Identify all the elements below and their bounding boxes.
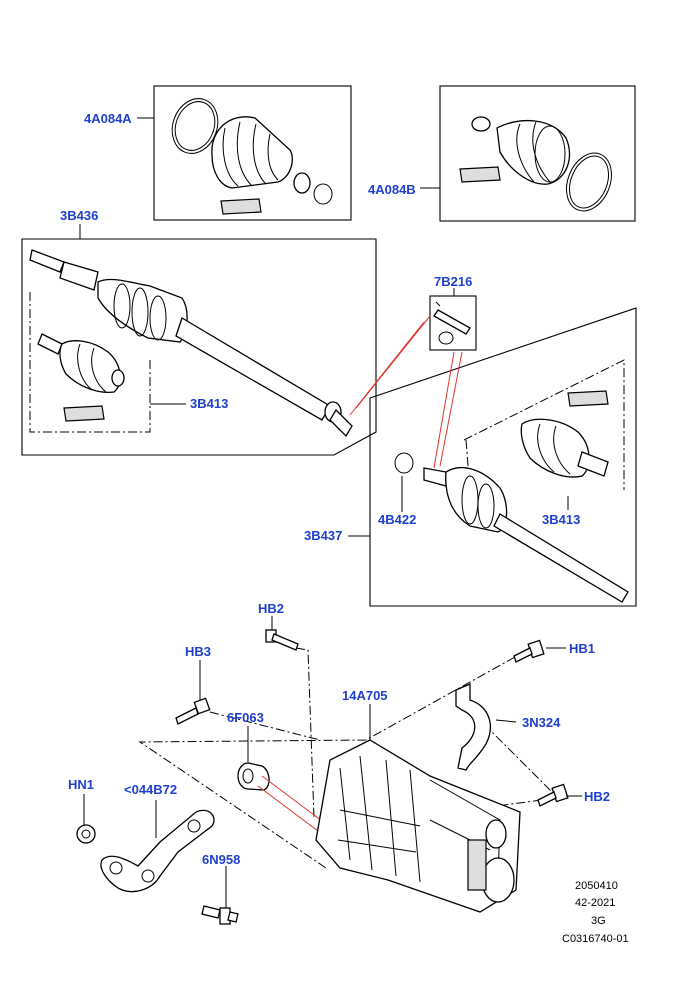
boot-kit-b-group — [439, 85, 636, 222]
callout-stud: 6N958 — [202, 852, 240, 867]
grease-sachet-b — [459, 166, 501, 183]
callout-boot-kit-a: 4A084A — [84, 111, 132, 126]
callout-bracket: 3N324 — [522, 715, 561, 730]
shaft-right-group — [369, 307, 637, 607]
reference-line-2: 42-2021 — [575, 897, 615, 909]
grease-sachet-a — [220, 198, 262, 215]
callout-grease-kit: 7B216 — [434, 274, 472, 289]
shaft-left-outline — [21, 238, 377, 456]
callout-arm: <044B72 — [124, 782, 177, 797]
bracket-3n324 — [455, 683, 491, 771]
bolt-hb2-right — [537, 783, 569, 807]
red-leader-2 — [355, 315, 431, 409]
stud-6n958 — [201, 905, 239, 925]
boot-bellows-a — [211, 116, 293, 189]
boot-clamp-large-b — [566, 152, 612, 212]
arm-044b72 — [100, 809, 215, 893]
callout-bolt-hb1: HB1 — [569, 641, 595, 656]
boot-small-clamp-b — [471, 116, 491, 132]
callout-boot-kit-b: 4A084B — [368, 182, 416, 197]
callout-bolt-hb3: HB3 — [185, 644, 211, 659]
joint-kit-right — [520, 390, 609, 478]
callout-joint-kit-right: 3B413 — [542, 512, 580, 527]
bolt-hb1 — [513, 639, 545, 663]
boot-snap-ring-a — [313, 183, 333, 205]
shaft-right-bar — [493, 513, 629, 603]
red-leader-4 — [439, 351, 463, 467]
boot-clamp-large-b-inner — [568, 155, 610, 209]
callout-bolt-right: HB2 — [584, 789, 610, 804]
boot-kit-a-group — [153, 85, 352, 221]
boot-kit-a-box — [153, 85, 352, 221]
callout-joint-kit-left: 3B413 — [190, 396, 228, 411]
boot-small-clamp-a — [293, 172, 311, 194]
callout-housing: 14A705 — [342, 688, 388, 703]
boot-bellows-b — [496, 119, 571, 185]
callout-bolt-top: HB2 — [258, 601, 284, 616]
housing-14a705 — [315, 739, 521, 913]
callout-shaft-left: 3B436 — [60, 208, 98, 223]
callout-bushing: 6F063 — [227, 710, 264, 725]
bushing-6f063 — [237, 762, 270, 791]
joint-kit-left — [37, 333, 125, 422]
shaft-left-group — [21, 238, 377, 456]
grease-kit-group — [429, 295, 477, 351]
reference-line-3: 3G — [591, 915, 606, 927]
bolt-hb2-top — [265, 629, 299, 651]
callout-circlip: 4B422 — [378, 512, 416, 527]
reference-line-1: 2050410 — [575, 880, 618, 892]
bolt-hb3 — [175, 697, 211, 725]
shaft-right-outline — [369, 307, 637, 607]
red-leader-3 — [433, 351, 455, 469]
callout-nut: HN1 — [68, 777, 94, 792]
callout-shaft-right: 3B437 — [304, 528, 342, 543]
circlip-ring — [394, 452, 414, 474]
boot-clamp-large-a-inner — [174, 101, 216, 151]
boot-kit-b-box — [439, 85, 636, 222]
shaft-left-bar — [175, 317, 331, 421]
grease-kit-box — [429, 295, 477, 351]
reference-line-4: C0316740-01 — [562, 933, 629, 945]
reference-block: 2050410 42-2021 3G C0316740-01 — [562, 880, 629, 945]
nut-hn1 — [76, 824, 96, 844]
